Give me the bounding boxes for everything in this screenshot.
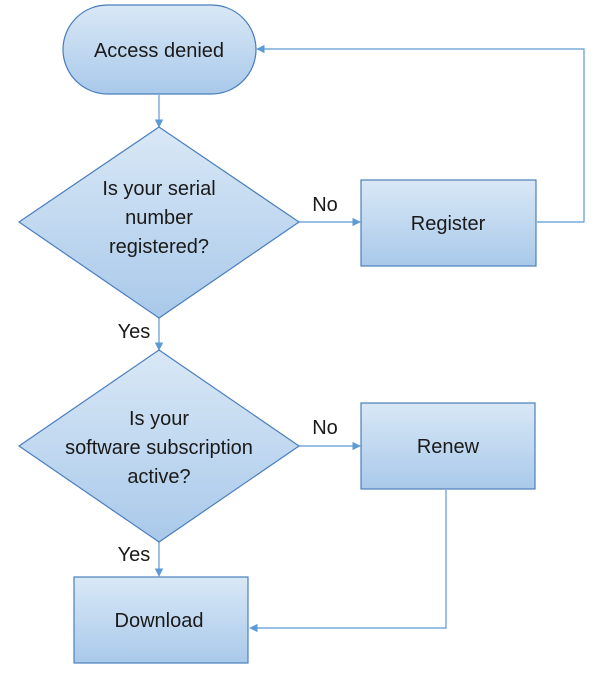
decision-serial-shape <box>17 126 301 319</box>
access-denied-label: Access denied <box>94 40 224 62</box>
download-label: Download <box>115 610 204 632</box>
subscription-decision-line-3: active? <box>127 466 190 488</box>
serial-no-label: No <box>312 194 338 216</box>
subscription-decision-line-2: software subscription <box>65 437 253 459</box>
register-label: Register <box>411 213 486 235</box>
subscription-yes-label: Yes <box>118 544 151 566</box>
serial-yes-label: Yes <box>118 321 151 343</box>
connectors <box>154 44 585 633</box>
node-renew: Renew <box>360 402 536 490</box>
renew-shape <box>360 402 536 490</box>
subscription-decision-line-1: Is your <box>129 408 189 430</box>
register-shape <box>360 179 537 267</box>
serial-decision-line-2: number <box>125 207 193 229</box>
node-serial-decision: Is your serial number registered? <box>17 126 301 319</box>
serial-decision-line-3: registered? <box>109 236 209 258</box>
connector-register-to-start <box>256 44 585 223</box>
node-register: Register <box>360 179 537 267</box>
subscription-no-label: No <box>312 417 338 439</box>
edge-labels: No Yes No Yes <box>118 194 338 566</box>
serial-decision-line-1: Is your serial <box>102 178 215 200</box>
download-shape <box>73 576 249 664</box>
decision-subscription-shape <box>17 349 301 543</box>
node-subscription-decision: Is your software subscription active? <box>17 349 301 543</box>
node-access-denied: Access denied <box>62 4 257 95</box>
node-download: Download <box>73 576 249 664</box>
terminator-shape <box>62 4 257 95</box>
renew-label: Renew <box>417 436 480 458</box>
connector-renew-to-download <box>249 490 447 633</box>
